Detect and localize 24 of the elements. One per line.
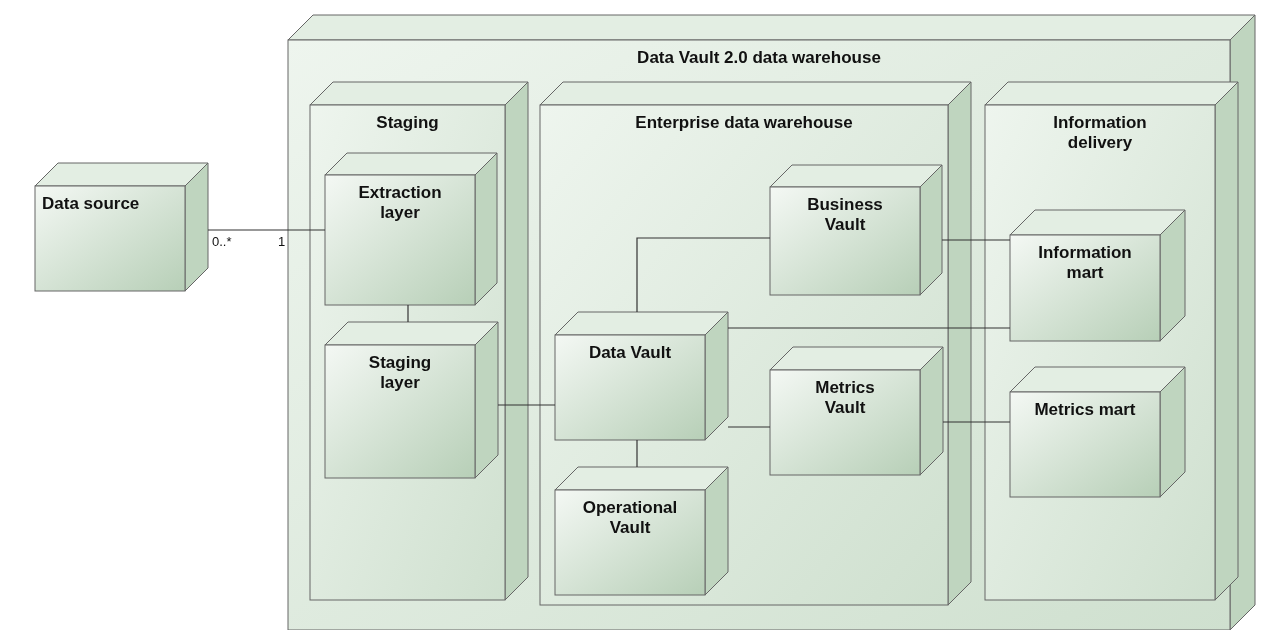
node-title: Enterprise data warehouse [634,113,854,133]
connector-line [942,421,1011,423]
node-title: Metrics mart [1033,400,1137,420]
multiplicity-label: 0..* [212,234,232,249]
connector-line [727,327,1011,329]
node-title: Extraction layer [357,183,443,223]
node-title: Information delivery [1052,113,1148,153]
connector-line [407,304,409,323]
node-title: Information mart [1037,243,1133,283]
node-title: Staging layer [367,353,433,393]
node-title: Data Vault [587,343,673,363]
connector-line [727,426,771,428]
connector-line [636,237,771,313]
node-title: Business Vault [806,195,884,235]
node-title: Staging [375,113,440,133]
multiplicity-label: 1 [278,234,286,249]
node-title: Metrics Vault [814,378,876,418]
connector-line [941,239,1011,241]
connector-line [207,229,326,231]
node-title: Operational Vault [581,498,679,538]
connector-line [636,439,638,468]
connector-line [497,404,556,406]
node-title: Data source [42,194,141,214]
node-title: Data Vault 2.0 data warehouse [636,48,882,68]
